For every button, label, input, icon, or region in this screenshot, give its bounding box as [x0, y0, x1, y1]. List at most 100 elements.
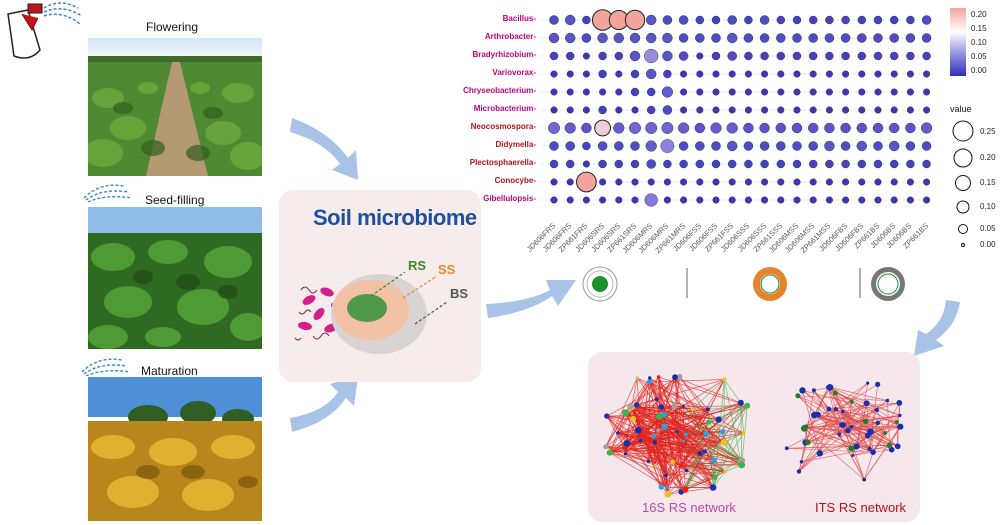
network-node — [738, 461, 746, 469]
network-edge — [896, 421, 899, 447]
heatmap-bubble — [663, 69, 672, 79]
heatmap-bubble — [923, 88, 931, 96]
network-edge — [869, 384, 879, 449]
heatmap-bubble — [711, 33, 721, 43]
stage-label-seed-filling: Seed-filling — [145, 193, 205, 207]
heatmap-bubble — [873, 15, 883, 25]
heatmap-bubble — [890, 88, 898, 96]
heatmap-bubble — [842, 196, 850, 204]
network-node — [638, 439, 643, 443]
heatmap-bubble — [712, 196, 720, 204]
network-node — [647, 379, 653, 385]
network-node — [897, 423, 904, 430]
heatmap-bubble — [905, 122, 916, 134]
heatmap-bubble — [548, 122, 560, 134]
network-edge — [873, 449, 892, 453]
heatmap-bubble — [565, 32, 576, 44]
heatmap-bubble — [808, 141, 818, 151]
heatmap-bubble — [630, 159, 640, 169]
heatmap-bubble — [582, 141, 591, 151]
network-edge — [813, 387, 829, 416]
network-edge — [718, 445, 741, 460]
heatmap-bubble — [597, 141, 608, 151]
heatmap-bubble — [644, 193, 658, 207]
heatmap-bubble — [890, 51, 899, 61]
heatmap-bubble — [905, 141, 916, 151]
soil-microbiome-title: Soil microbiome — [313, 205, 477, 230]
heatmap-bubble — [873, 141, 883, 151]
network-edge — [827, 387, 901, 428]
network-edge — [666, 443, 685, 488]
heatmap-bubble — [696, 52, 704, 60]
heatmap-bubble — [743, 33, 754, 43]
heatmap-bubble — [792, 159, 802, 169]
heatmap-bubble — [598, 51, 607, 61]
heatmap-bubble — [680, 106, 688, 114]
heatmap-bubble — [549, 159, 559, 169]
heatmap-bubble — [728, 178, 736, 186]
network-edge — [654, 442, 685, 466]
heatmap-bubble — [873, 159, 883, 169]
water-spray-icon — [78, 352, 138, 377]
network-node — [658, 484, 664, 490]
water-spray-icon — [80, 178, 140, 203]
heatmap-bubble — [695, 141, 705, 151]
heatmap-bubble — [728, 70, 736, 78]
network-edge — [705, 433, 715, 461]
taxon-label: Bradyrhizobium- — [472, 50, 536, 59]
heatmap-bubble — [711, 15, 721, 25]
heatmap-bubble — [680, 196, 688, 204]
heatmap-bubble — [889, 33, 899, 43]
color-scale-bar — [950, 8, 966, 76]
heatmap-bubble — [793, 70, 801, 78]
heatmap-bubble — [566, 70, 574, 78]
heatmap-bubble — [710, 122, 722, 134]
heatmap-bubble — [761, 88, 769, 96]
heatmap-bubble — [809, 88, 817, 96]
network-node — [841, 409, 845, 414]
heatmap-bubble — [857, 51, 866, 61]
heatmap-bubble — [744, 51, 753, 61]
heatmap-bubble — [711, 51, 721, 61]
network-node — [851, 454, 855, 457]
heatmap-bubble — [923, 196, 931, 204]
heatmap-bubble — [549, 15, 559, 25]
network-edge — [605, 377, 638, 447]
network-node — [720, 429, 726, 435]
heatmap-bubble — [645, 122, 658, 134]
heatmap-bubble — [680, 178, 688, 186]
heatmap-bubble — [660, 139, 675, 153]
network-node — [658, 404, 665, 410]
heatmap-bubble — [792, 141, 802, 151]
network-edge — [817, 414, 898, 447]
heatmap-bubble — [599, 196, 607, 204]
heatmap-bubble — [712, 178, 720, 186]
heatmap-bubble — [550, 70, 558, 78]
network-edge — [625, 405, 675, 414]
heatmap-bubble — [566, 178, 574, 186]
heatmap-bubble — [631, 106, 639, 114]
network-edge — [805, 442, 892, 451]
heatmap-bubble — [923, 106, 931, 114]
heatmap-bubble — [678, 141, 689, 151]
stage-label-flowering: Flowering — [146, 20, 199, 34]
heatmap-bubble — [744, 196, 752, 204]
heatmap-bubble — [711, 141, 721, 151]
network-edge — [852, 451, 874, 456]
network-node — [681, 486, 689, 493]
network-edge — [638, 405, 748, 431]
heatmap-bubble — [874, 196, 882, 204]
heatmap-bubble — [744, 88, 752, 96]
heatmap-bubble — [921, 122, 933, 134]
heatmap-bubble — [631, 178, 639, 186]
heatmap-bubble — [566, 159, 575, 169]
heatmap-bubble — [824, 140, 835, 152]
heatmap-bubble — [792, 51, 802, 61]
network-node — [722, 377, 727, 382]
heatmap-bubble — [793, 178, 801, 186]
network-node — [741, 430, 746, 436]
heatmap-bubble — [793, 196, 801, 204]
heatmap-bubble — [678, 33, 689, 43]
network-edge — [805, 426, 874, 453]
heatmap-bubble — [858, 196, 866, 204]
